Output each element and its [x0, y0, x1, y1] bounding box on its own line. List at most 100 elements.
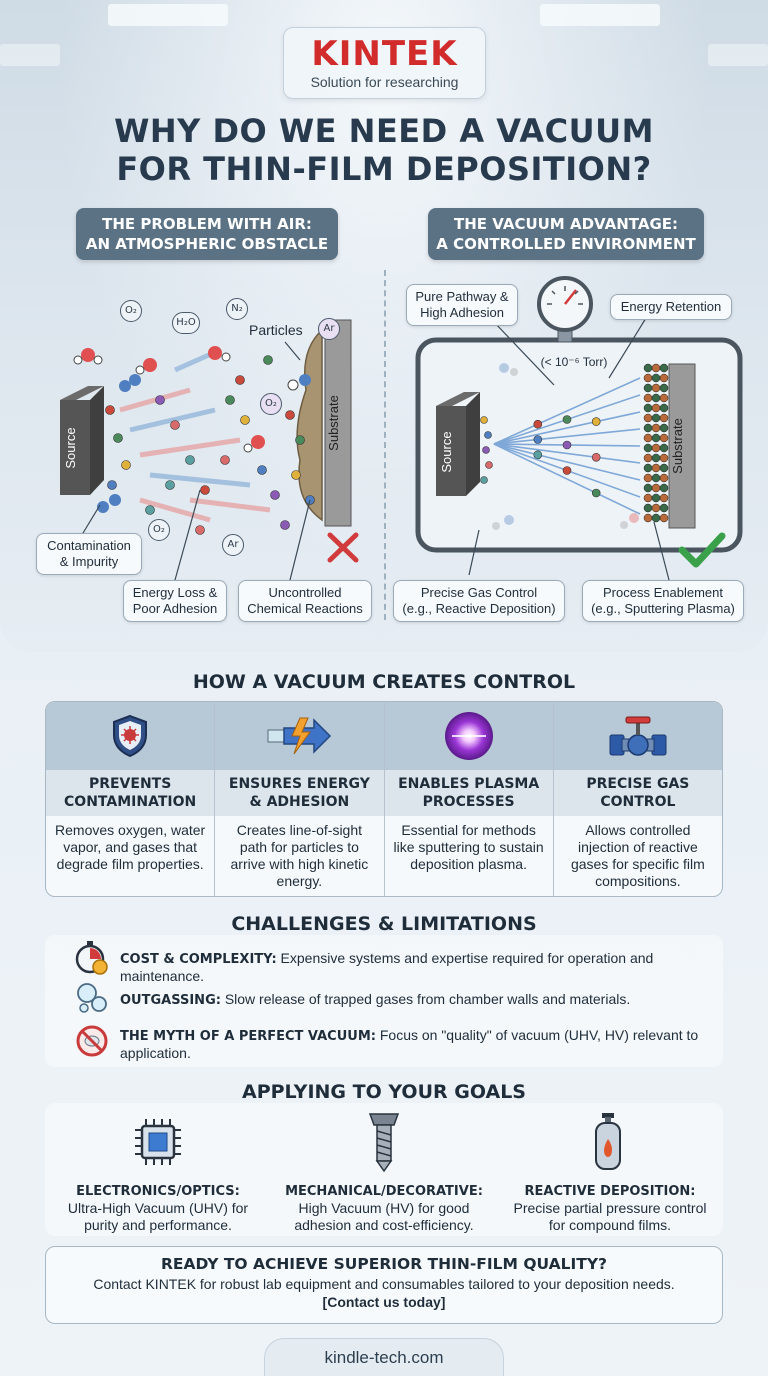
particle: [257, 465, 267, 475]
film-atom: [643, 403, 653, 413]
uniform-film: [643, 363, 669, 523]
control-heading-line-1: ENABLES PLASMA: [398, 776, 540, 792]
particle: [195, 525, 205, 535]
gas-cylinder-icon: [595, 1113, 621, 1170]
film-atom: [659, 503, 669, 513]
film-atom: [643, 423, 653, 433]
control-card-energy: ENSURES ENERGY & ADHESION Creates line-o…: [215, 702, 385, 896]
ray: [493, 377, 641, 445]
gas-label-n2: N₂: [226, 298, 248, 320]
film-atom: [659, 383, 669, 393]
control-card-heading: PREVENTS CONTAMINATION: [46, 770, 215, 816]
film-atom: [651, 393, 661, 403]
film-atom: [651, 373, 661, 383]
film-atom: [651, 363, 661, 373]
particle: [107, 480, 117, 490]
control-card-heading: ENABLES PLASMA PROCESSES: [384, 770, 553, 816]
particle: [235, 375, 245, 385]
brand-name: KINTEK: [311, 34, 458, 74]
control-icon-area: [384, 702, 553, 770]
film-atom: [643, 503, 653, 513]
film-atom: [643, 463, 653, 473]
challenges-box: [45, 935, 723, 1067]
challenge-cost-text: Expensive systems and expertise required…: [120, 950, 654, 984]
callout-process-enablement-line-2: (e.g., Sputtering Plasma): [591, 601, 735, 616]
problem-heading-line-1: THE PROBLEM WITH AIR:: [102, 215, 312, 233]
film-atom: [643, 513, 653, 523]
control-heading-line-2: CONTROL: [600, 794, 676, 810]
substrate-block: [324, 319, 352, 527]
chip-icon: [135, 1119, 181, 1165]
particle: [240, 415, 250, 425]
control-icon-area: [553, 702, 722, 770]
control-icon-area: [46, 702, 215, 770]
particle: [484, 431, 492, 439]
particle: [270, 490, 280, 500]
particle: [480, 416, 488, 424]
control-heading-line-2: PROCESSES: [422, 794, 515, 810]
control-card-text: Allows controlled injection of reactive …: [570, 822, 705, 889]
brand-logo[interactable]: KINTEK Solution for researching: [283, 27, 486, 99]
goal-mechanical: MECHANICAL/DECORATIVE: High Vacuum (HV) …: [271, 1183, 497, 1234]
scatter-arrow: [189, 497, 271, 513]
film-atom: [643, 393, 653, 403]
film-atom: [659, 363, 669, 373]
particle: [185, 455, 195, 465]
goal-reactive-line-1: Precise partial pressure control: [513, 1200, 707, 1216]
shield-icon: [113, 714, 148, 758]
film-atom: [659, 513, 669, 523]
control-card-contamination: PREVENTS CONTAMINATION Removes oxygen, w…: [46, 702, 216, 896]
challenge-cost-label: COST & COMPLEXITY:: [120, 952, 277, 967]
ray: [493, 428, 641, 445]
gas-label-h2o: H₂O: [172, 312, 200, 334]
control-section-title: HOW A VACUUM CREATES CONTROL: [192, 671, 576, 693]
film-atom: [643, 383, 653, 393]
bubbles-icon: [77, 983, 107, 1013]
stopwatch-coin-icon: [75, 941, 108, 975]
no-symbol-icon: [76, 1025, 108, 1057]
callout-energy-loss-line-2: Poor Adhesion: [132, 601, 218, 616]
callout-pure-pathway: Pure Pathway & High Adhesion: [406, 284, 518, 326]
control-heading-line-2: & ADHESION: [249, 794, 350, 810]
scatter-arrow: [149, 472, 251, 488]
rough-film: [296, 328, 323, 522]
film-atom: [659, 493, 669, 503]
callout-energy-loss-line-1: Energy Loss &: [132, 585, 218, 600]
ceiling-light: [0, 44, 60, 66]
callout-chemical-reactions-line-1: Uncontrolled: [268, 585, 342, 600]
valve-icon: [609, 716, 667, 756]
particle: [591, 488, 601, 498]
callout-precise-gas-control: Precise Gas Control (e.g., Reactive Depo…: [393, 580, 565, 622]
particle: [591, 453, 601, 462]
challenge-cost: COST & COMPLEXITY: Expensive systems and…: [75, 941, 720, 985]
vacuum-illustration: (< 10⁻⁶ Torr) Source Substrate: [415, 276, 743, 581]
gas-label-o2: O₂: [120, 300, 142, 322]
success-check-icon: [678, 532, 726, 568]
website-link[interactable]: kindle-tech.com: [264, 1338, 504, 1376]
advantage-heading: THE VACUUM ADVANTAGE: A CONTROLLED ENVIR…: [428, 208, 704, 260]
gas-label-ar: Ar: [222, 534, 244, 556]
callout-process-enablement-line-1: Process Enablement: [603, 585, 723, 600]
particle: [295, 435, 305, 445]
film-atom: [643, 363, 653, 373]
problem-heading: THE PROBLEM WITH AIR: AN ATMOSPHERIC OBS…: [76, 208, 338, 260]
goal-reactive: REACTIVE DEPOSITION: Precise partial pre…: [497, 1183, 723, 1234]
substrate-label: Substrate: [326, 395, 341, 451]
cta-box: READY TO ACHIEVE SUPERIOR THIN-FILM QUAL…: [45, 1246, 723, 1324]
control-card-heading: PRECISE GAS CONTROL: [553, 770, 722, 816]
particle: [145, 505, 155, 515]
ray: [493, 411, 641, 445]
particle: [533, 419, 543, 429]
source-block: Source: [436, 392, 480, 496]
control-heading-line-2: CONTAMINATION: [64, 794, 197, 810]
goal-reactive-line-2: for compound films.: [548, 1217, 672, 1233]
particle: [200, 485, 210, 495]
goal-mechanical-line-2: adhesion and cost-efficiency.: [294, 1217, 474, 1233]
callout-contamination: Contamination & Impurity: [36, 533, 142, 575]
scattered-particles: [105, 355, 315, 535]
film-atom: [651, 483, 661, 493]
challenge-perfect-vacuum-label: THE MYTH OF A PERFECT VACUUM:: [120, 1029, 376, 1044]
plasma-glow-icon: [444, 712, 493, 760]
contact-us-link[interactable]: [Contact us today]: [322, 1294, 446, 1310]
callout-pure-pathway-line-1: Pure Pathway &: [415, 289, 509, 304]
